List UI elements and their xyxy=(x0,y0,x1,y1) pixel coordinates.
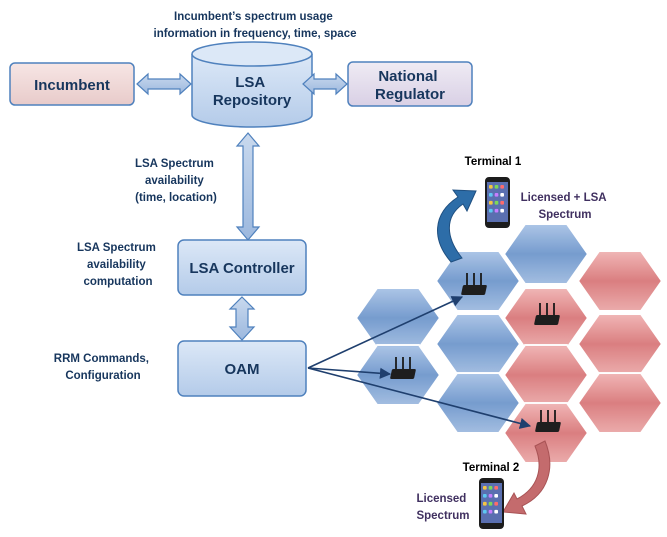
oam-line-1 xyxy=(307,296,464,369)
red-cell-hexagon xyxy=(576,372,664,434)
repository-controller-arrow xyxy=(235,132,261,241)
base-station-icon xyxy=(390,357,416,379)
red-cell-hexagon xyxy=(502,344,590,406)
oam-command-lines xyxy=(307,296,532,429)
smartphone-icon xyxy=(479,478,504,529)
blue-cell-hexagon xyxy=(354,287,442,349)
oam-note: RRM Commands, Configuration xyxy=(54,353,152,382)
smartphone-icon xyxy=(485,177,510,228)
terminal1-spectrum: Licensed + LSA Spectrum xyxy=(521,192,610,221)
oam-line-3 xyxy=(307,367,532,429)
top-note: Incumbent’s spectrum usage information i… xyxy=(154,11,357,40)
incumbent-repository-arrow xyxy=(136,72,192,96)
terminal1-title: Terminal 1 xyxy=(465,156,522,168)
base-station-icon xyxy=(535,410,561,432)
incumbent-box: Incumbent xyxy=(9,62,135,106)
controller-oam-arrow xyxy=(228,296,256,341)
terminal2-spectrum: Licensed Spectrum xyxy=(416,493,469,522)
controller-label: LSA Controller xyxy=(189,260,294,277)
cell-grid xyxy=(354,223,664,464)
terminal2-title: Terminal 2 xyxy=(463,462,520,474)
oam-box: OAM xyxy=(177,340,307,397)
incumbent-label: Incumbent xyxy=(34,77,110,94)
controller-note: LSA Spectrum availability computation xyxy=(77,242,159,288)
lsa-controller-box: LSA Controller xyxy=(177,239,307,296)
lsa-availability-note: LSA Spectrum availability (time, locatio… xyxy=(135,158,217,204)
repository-label-line2: Repository xyxy=(213,92,292,109)
regulator-label-line1: National xyxy=(378,68,437,85)
lsa-repository-cylinder: LSA Repository xyxy=(191,41,313,128)
blue-cell-hexagon xyxy=(434,372,522,434)
oam-label: OAM xyxy=(225,361,260,378)
oam-line-2 xyxy=(307,367,392,379)
curved-arrow-icon xyxy=(437,189,477,263)
national-regulator-box: National Regulator xyxy=(347,61,473,107)
red-cell-hexagon xyxy=(576,313,664,375)
svg-text:National Regulator: National Regulator xyxy=(375,68,445,103)
repository-regulator-arrow xyxy=(302,72,348,96)
base-stations xyxy=(390,273,561,432)
regulator-label-line2: Regulator xyxy=(375,86,445,103)
base-station-icon xyxy=(461,273,487,295)
base-station-icon xyxy=(534,303,560,325)
svg-text:LSA Repository: LSA Repository xyxy=(213,74,292,109)
repository-label-line1: LSA xyxy=(235,74,265,91)
blue-cell-hexagon xyxy=(502,223,590,285)
red-cell-hexagon xyxy=(502,402,590,464)
red-cell-hexagon xyxy=(576,250,664,312)
